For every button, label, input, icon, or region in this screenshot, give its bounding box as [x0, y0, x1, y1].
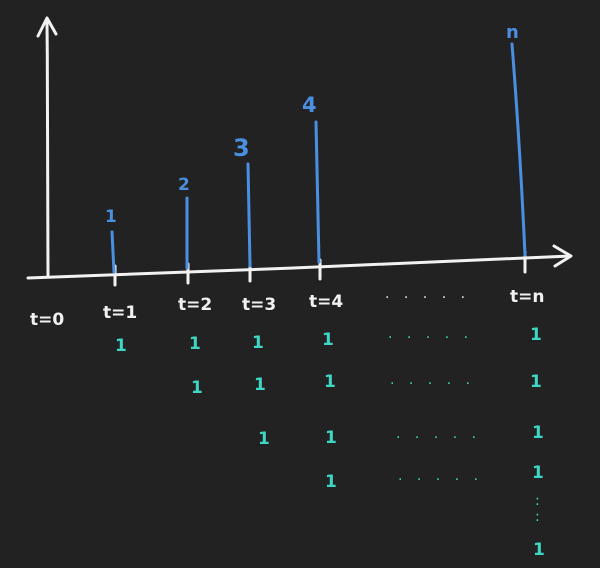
row1-ellipsis: . . . . . [388, 326, 473, 342]
time-label-t0: t=0 [30, 310, 64, 330]
bar-label-4: 4 [302, 93, 317, 117]
one-r2-c4: 1 [324, 372, 336, 392]
time-label-t4: t=4 [309, 292, 343, 312]
one-r1-c2: 1 [189, 334, 201, 354]
y-axis-arrowhead [36, 16, 58, 38]
one-r1-cn: 1 [530, 325, 542, 345]
time-label-t1: t=1 [103, 303, 137, 323]
row2-ellipsis: . . . . . [390, 372, 475, 388]
time-label-t3: t=3 [242, 295, 276, 315]
vertical-ellipsis-bottom: : [535, 509, 545, 525]
one-r4-c4: 1 [325, 472, 337, 492]
bar-label-n: n [506, 22, 519, 43]
vertical-ellipsis-top: : [535, 493, 545, 509]
bar-label-1: 1 [105, 207, 117, 227]
one-r1-c4: 1 [322, 330, 334, 350]
one-r1-c3: 1 [252, 333, 264, 353]
one-r3-cn: 1 [532, 423, 544, 443]
one-r5-cn: 1 [533, 540, 545, 560]
axis-ellipsis: . . . . . [385, 286, 470, 302]
bar-3 [246, 162, 252, 268]
one-r2-c2: 1 [191, 378, 203, 398]
one-r2-cn: 1 [530, 372, 542, 392]
x-axis-arrowhead [552, 244, 573, 268]
one-r4-cn: 1 [532, 463, 544, 483]
bar-n [510, 42, 527, 257]
y-axis [45, 20, 50, 278]
one-r1-c1: 1 [115, 336, 127, 356]
row4-ellipsis: . . . . . [398, 468, 483, 484]
x-axis [26, 254, 572, 280]
one-r3-c4: 1 [325, 428, 337, 448]
time-label-t2: t=2 [178, 295, 212, 315]
bar-1 [110, 230, 116, 274]
one-r2-c3: 1 [254, 375, 266, 395]
time-label-tn: t=n [510, 287, 544, 307]
bar-4 [314, 120, 321, 264]
bar-label-2: 2 [178, 175, 190, 195]
row3-ellipsis: . . . . . [396, 426, 481, 442]
bar-label-3: 3 [233, 134, 250, 162]
one-r3-c3: 1 [258, 429, 270, 449]
